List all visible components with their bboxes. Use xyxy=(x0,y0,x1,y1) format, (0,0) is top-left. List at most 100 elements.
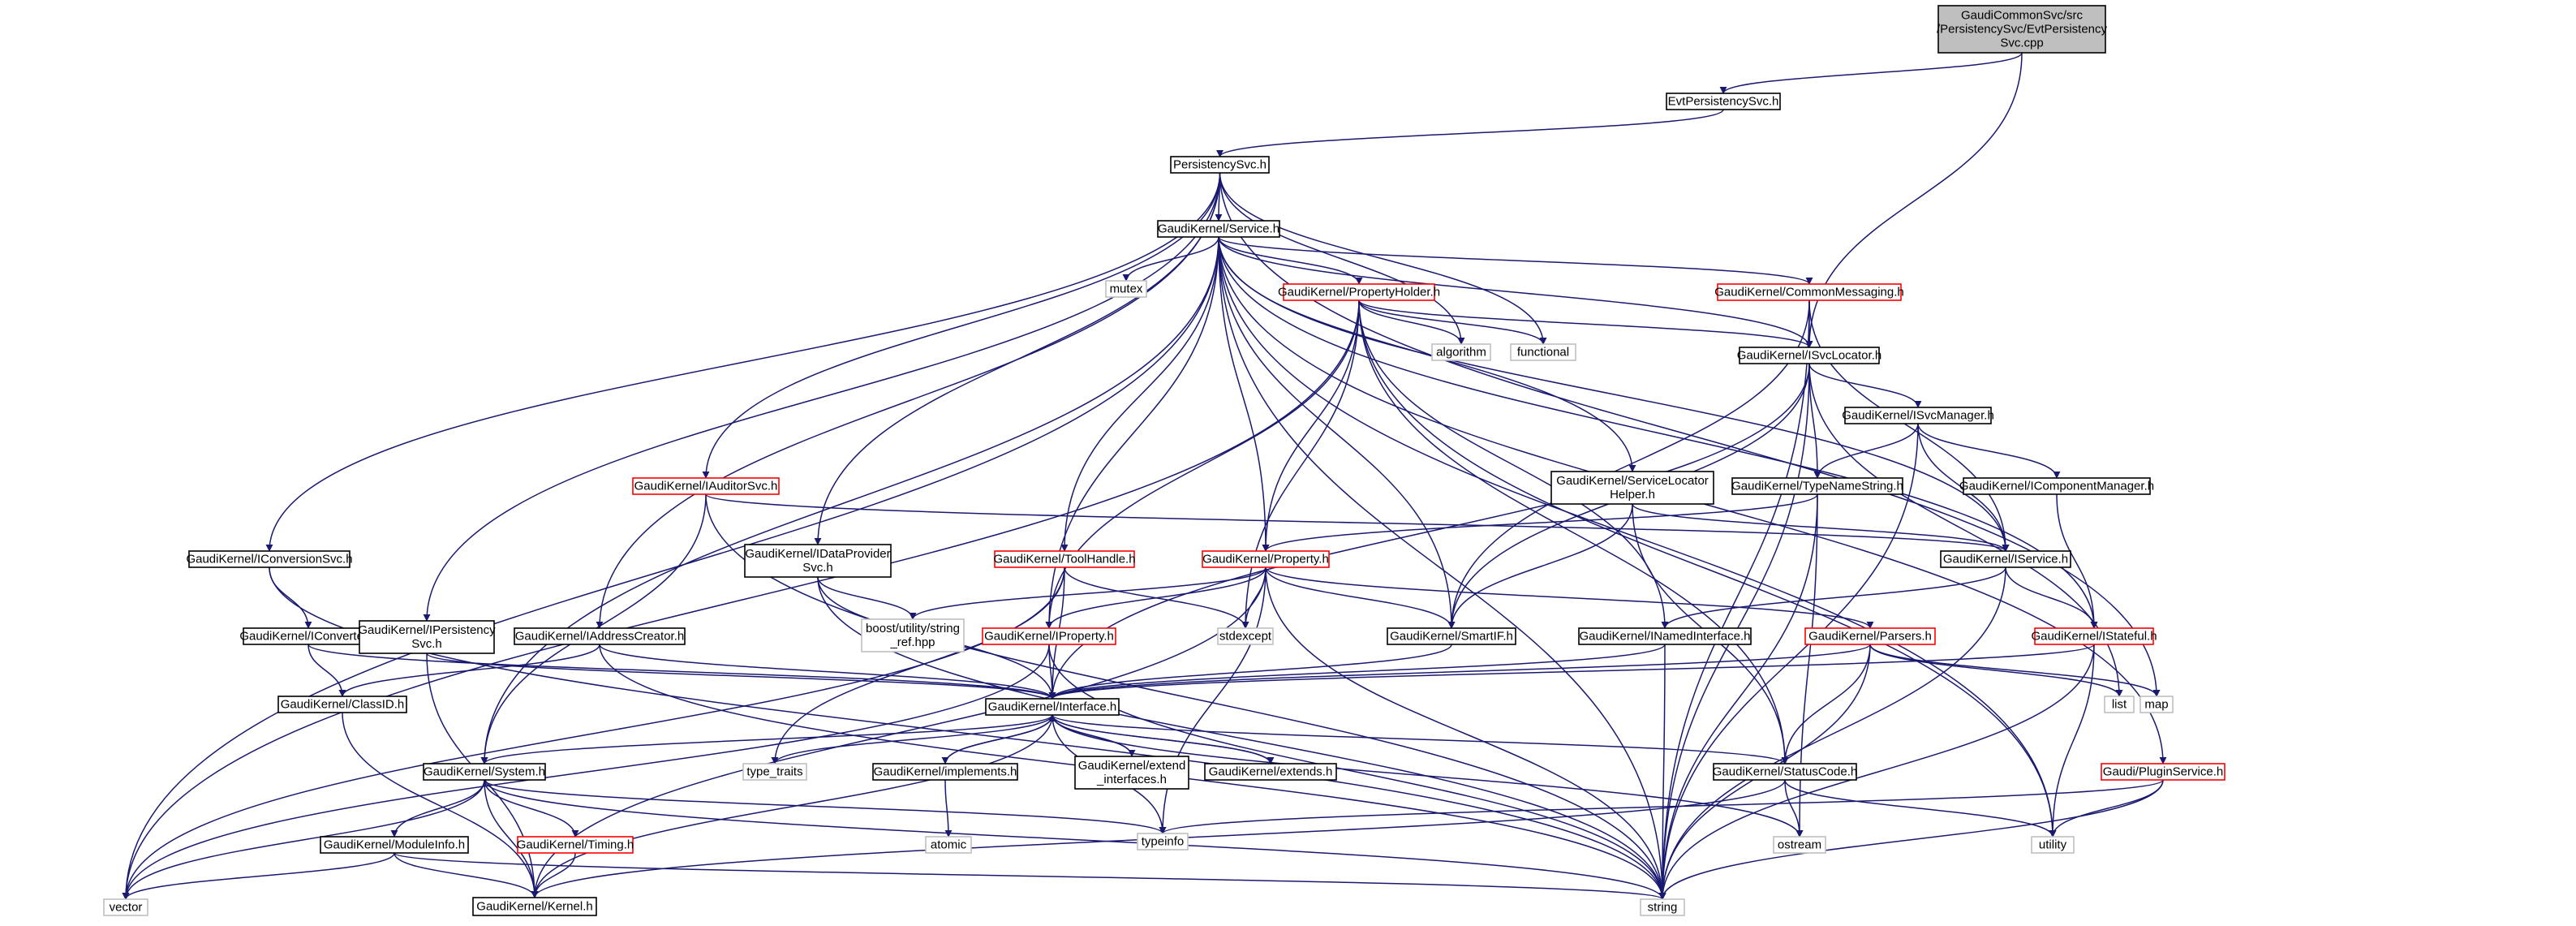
edge-iproperty-to-string xyxy=(1048,644,1666,900)
node-iconverter[interactable]: GaudiKernel/IConverter.h xyxy=(239,627,377,645)
node-commonmessaging[interactable]: GaudiKernel/CommonMessaging.h xyxy=(1714,283,1904,301)
node-label: GaudiKernel/extend xyxy=(1078,759,1186,773)
node-iconversionsvc[interactable]: GaudiKernel/IConversionSvc.h xyxy=(186,550,353,568)
edge-property-to-string xyxy=(1265,566,1666,900)
node-label: string xyxy=(1648,901,1678,915)
node-label: stdexcept xyxy=(1219,630,1272,644)
node-box xyxy=(1717,283,1902,301)
node-extend_interfaces[interactable]: GaudiKernel/extend_interfaces.h xyxy=(1074,756,1189,790)
edge-iaddresscreator-to-interface xyxy=(599,644,1056,700)
node-moduleinfo[interactable]: GaudiKernel/ModuleInfo.h xyxy=(320,836,469,854)
node-box xyxy=(1387,627,1516,645)
edge-service-to-smartif xyxy=(1218,236,1456,629)
node-label: algorithm xyxy=(1436,346,1486,360)
edge-interface-to-statuscode xyxy=(1051,714,1789,764)
node-istateful[interactable]: GaudiKernel/IStateful.h xyxy=(2031,627,2157,645)
node-box xyxy=(188,550,350,568)
node-label: GaudiKernel/PropertyHolder.h xyxy=(1278,286,1440,299)
edge-smartif-to-interface xyxy=(1048,644,1452,700)
node-typenamestring[interactable]: GaudiKernel/TypeNameString.h xyxy=(1731,477,1903,495)
node-label: GaudiCommonSvc/src xyxy=(1961,9,2084,23)
edge-property-to-parsers xyxy=(1265,566,1874,629)
edge-service-to-toolhandle xyxy=(1060,236,1219,552)
node-label: GaudiKernel/IConversionSvc.h xyxy=(186,553,352,566)
node-isvclocator[interactable]: GaudiKernel/ISvcLocator.h xyxy=(1737,347,1881,364)
node-label: GaudiKernel/IService.h xyxy=(1943,553,2068,566)
node-box xyxy=(277,696,407,713)
node-label: GaudiKernel/Kernel.h xyxy=(476,900,592,914)
edge-system-to-vector xyxy=(122,779,485,900)
edge-isvcmanager-to-iservice xyxy=(1917,423,2010,552)
node-isvcmanager[interactable]: GaudiKernel/ISvcManager.h xyxy=(1842,407,1994,424)
node-iaddresscreator[interactable]: GaudiKernel/IAddressCreator.h xyxy=(514,627,686,645)
edge-interface-to-type_traits xyxy=(771,714,1053,764)
node-iservice[interactable]: GaudiKernel/IService.h xyxy=(1940,550,2071,568)
node-label: atomic xyxy=(931,838,967,852)
edge-iconverter-to-interface xyxy=(307,644,1056,700)
node-pluginservice[interactable]: Gaudi/PluginService.h xyxy=(2101,763,2226,781)
edge-moduleinfo-to-kernel xyxy=(393,852,539,898)
edge-persistencysvc-to-map xyxy=(1219,172,2161,697)
node-label: GaudiKernel/implements.h xyxy=(874,765,1017,779)
edge-typenamestring-to-property xyxy=(1262,493,1818,552)
node-box xyxy=(872,763,1018,781)
edge-propertyholder-to-statuscode xyxy=(1358,299,1789,764)
edge-service-to-propertyholder xyxy=(1218,236,1363,285)
node-label: GaudiKernel/TypeNameString.h xyxy=(1731,480,1903,493)
node-label: GaudiKernel/SmartIF.h xyxy=(1390,630,1513,644)
node-box xyxy=(632,477,780,495)
edge-service-to-string xyxy=(1218,236,1666,900)
edge-evtpersistency-to-persistencysvc xyxy=(1216,109,1724,157)
edge-service-to-vector xyxy=(122,236,1219,900)
node-label: GaudiKernel/Interface.h xyxy=(988,700,1116,714)
node-label: mutex xyxy=(1110,282,1143,296)
node-utility: utility xyxy=(2031,836,2075,854)
node-label: GaudiKernel/IAuditorSvc.h xyxy=(634,480,778,493)
node-timing[interactable]: GaudiKernel/Timing.h xyxy=(517,836,634,854)
node-inamedinterface[interactable]: GaudiKernel/INamedInterface.h xyxy=(1578,627,1752,645)
node-parsers[interactable]: GaudiKernel/Parsers.h xyxy=(1804,627,1936,645)
node-propertyholder[interactable]: GaudiKernel/PropertyHolder.h xyxy=(1278,283,1440,301)
node-interface[interactable]: GaudiKernel/Interface.h xyxy=(985,698,1120,716)
node-iauditorsvc[interactable]: GaudiKernel/IAuditorSvc.h xyxy=(632,477,780,495)
node-label: GaudiKernel/IComponentManager.h xyxy=(1959,480,2154,493)
node-label: GaudiKernel/IPersistency xyxy=(358,623,496,637)
node-box xyxy=(1731,477,1903,495)
node-kernel[interactable]: GaudiKernel/Kernel.h xyxy=(472,897,597,916)
node-statuscode[interactable]: GaudiKernel/StatusCode.h xyxy=(1713,763,1857,781)
node-implements[interactable]: GaudiKernel/implements.h xyxy=(872,763,1018,781)
node-persistencysvc[interactable]: PersistencySvc.h xyxy=(1170,156,1270,174)
node-extends[interactable]: GaudiKernel/extends.h xyxy=(1204,763,1337,781)
node-system[interactable]: GaudiKernel/System.h xyxy=(423,763,546,781)
edge-iconversionsvc-to-iconverter xyxy=(269,566,312,629)
node-box xyxy=(103,898,148,916)
node-box xyxy=(1713,763,1857,781)
node-label: Gaudi/PluginService.h xyxy=(2103,765,2223,779)
node-box xyxy=(1940,550,2071,568)
node-box xyxy=(2101,763,2226,781)
node-type_traits: type_traits xyxy=(742,763,807,781)
node-service[interactable]: GaudiKernel/Service.h xyxy=(1157,220,1280,238)
node-label: GaudiKernel/extends.h xyxy=(1209,765,1333,779)
edge-system-to-typeinfo xyxy=(484,779,1167,834)
node-icomponentmanager[interactable]: GaudiKernel/IComponentManager.h xyxy=(1959,477,2154,495)
node-smartif[interactable]: GaudiKernel/SmartIF.h xyxy=(1387,627,1516,645)
node-label: GaudiKernel/System.h xyxy=(424,765,545,779)
node-evtpersistency[interactable]: EvtPersistencySvc.h xyxy=(1666,93,1781,110)
edge-propertyholder-to-vector xyxy=(122,299,1360,900)
edge-persistencysvc-to-iauditorsvc xyxy=(702,172,1221,479)
node-property[interactable]: GaudiKernel/Property.h xyxy=(1202,550,1330,568)
node-mutex: mutex xyxy=(1105,280,1147,298)
node-toolhandle[interactable]: GaudiKernel/ToolHandle.h xyxy=(993,550,1136,568)
node-box xyxy=(359,620,495,654)
edge-inamedinterface-to-string xyxy=(1658,644,1666,900)
node-root[interactable]: GaudiCommonSvc/src/PersistencySvc/EvtPer… xyxy=(1937,5,2108,54)
node-classid[interactable]: GaudiKernel/ClassID.h xyxy=(277,696,407,713)
node-iproperty[interactable]: GaudiKernel/IProperty.h xyxy=(982,627,1116,645)
edge-propertyholder-to-stdexcept xyxy=(1241,299,1360,629)
node-box xyxy=(2034,627,2154,645)
